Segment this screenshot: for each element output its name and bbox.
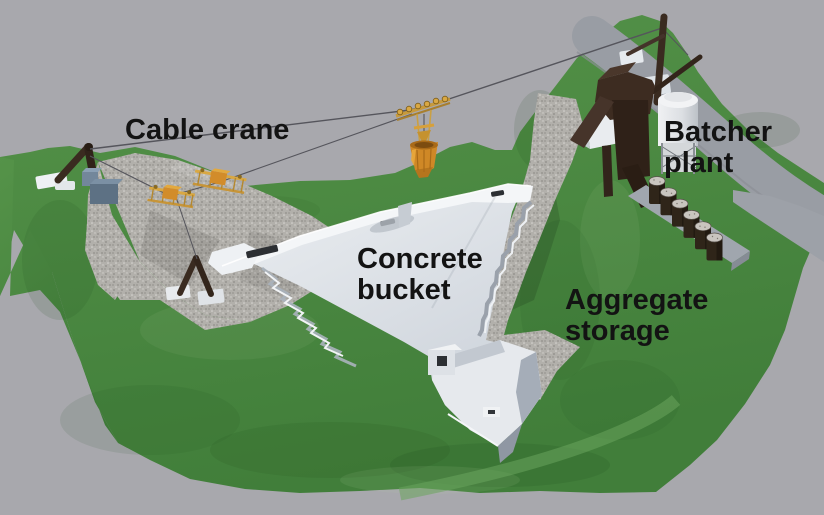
suspended-concrete-bucket [410,140,438,178]
valley-track [398,394,681,501]
cable-trolley-lower [147,184,196,209]
crane-trolley-carriage [395,95,451,147]
guy-cable [175,196,198,260]
cable-trolley-upper [192,168,247,194]
auxiliary-mast [165,255,225,306]
terrain-left-edge [0,157,118,443]
aggregate-slope-fill [86,162,250,330]
cable-crane-mast-left [35,143,123,204]
label-aggregate-storage-line1: Aggregate [565,284,708,316]
label-batcher-plant-line2: plant [664,147,734,179]
label-cable-crane: Cable crane [125,114,289,146]
cement-silo [658,92,698,174]
label-concrete-bucket-line2: bucket [357,274,451,306]
storage-drums [628,176,750,271]
batcher-plant [570,62,698,208]
label-concrete-bucket-line1: Concrete [357,243,483,275]
road-switchback [733,190,824,262]
label-aggregate-storage-line2: storage [565,315,670,347]
access-road [572,16,824,241]
haul-cable [89,113,413,197]
label-batcher-plant-line1: Batcher [664,116,772,148]
labels: Cable crane Batcher plant Concrete bucke… [125,114,772,347]
anchor-cable [661,27,689,56]
arch-dam [208,183,542,463]
aggregate-chute-shade [512,198,560,310]
drum-row [648,176,723,261]
